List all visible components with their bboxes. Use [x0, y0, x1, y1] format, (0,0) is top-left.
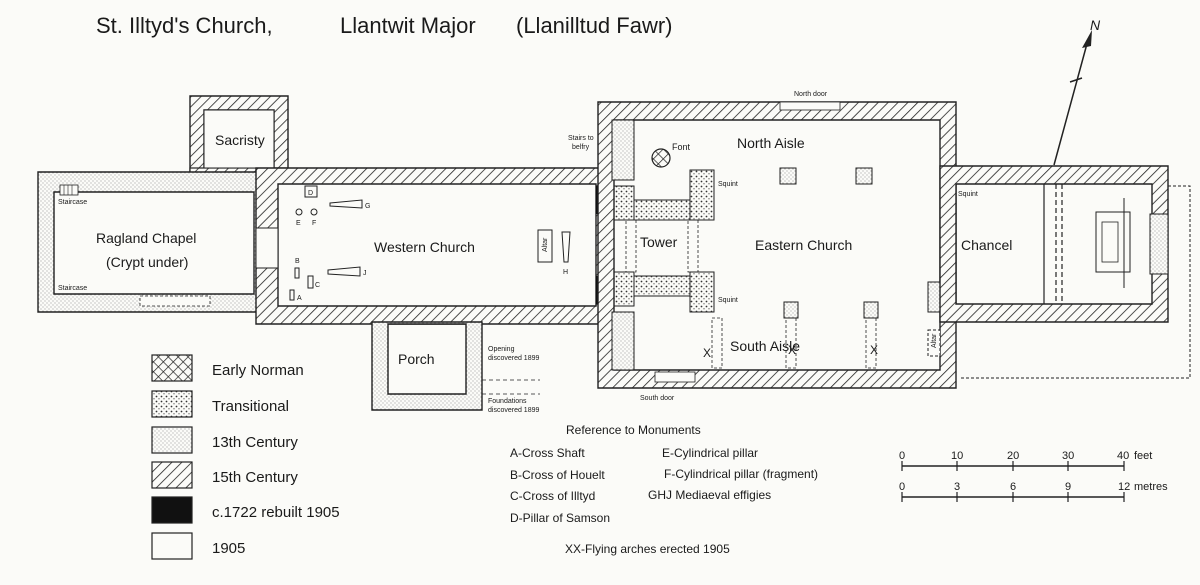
- scale-bar-feet: 0 10 20 30 40 feet: [899, 450, 1152, 471]
- legend-label: Early Norman: [212, 362, 304, 379]
- monument-references: Reference to Monuments A-Cross Shaft B-C…: [510, 423, 818, 556]
- letter-x3: X: [870, 343, 878, 357]
- north-label: N: [1090, 17, 1101, 33]
- legend-item-rebuilt-1905: c.1722 rebuilt 1905: [151, 496, 340, 524]
- legend-item-13th-century: 13th Century: [151, 426, 298, 454]
- scale-feet-tick: 40: [1117, 450, 1129, 462]
- legend-item-1905: 1905: [151, 532, 245, 560]
- porch-label: Porch: [398, 351, 435, 367]
- ragland-label-2: (Crypt under): [106, 254, 188, 270]
- title-welsh: (Llanilltud Fawr): [516, 13, 673, 38]
- north-door-label: North door: [794, 91, 828, 98]
- reference-item: F-Cylindrical pillar (fragment): [664, 467, 818, 481]
- western-church-label: Western Church: [374, 239, 475, 255]
- font-label: Font: [672, 142, 691, 152]
- scale-metres-tick: 12: [1118, 481, 1130, 493]
- altar-label-west: Altar: [542, 237, 549, 252]
- western-church: D E F G B C A J Altar H Western Church: [255, 167, 611, 325]
- font-icon: [651, 148, 671, 168]
- staircase-label-1: Staircase: [58, 199, 87, 206]
- letter-b: B: [295, 258, 300, 265]
- stairs-label-1: Stairs to: [568, 135, 594, 142]
- opening-label-2: discovered 1899: [488, 355, 539, 362]
- altar-label-east: Altar: [931, 333, 938, 348]
- letter-x2: X: [788, 343, 796, 357]
- scale-feet-tick: 10: [951, 450, 963, 462]
- foundations-label-1: Foundations: [488, 398, 527, 405]
- scale-metres-unit: metres: [1134, 481, 1168, 493]
- letter-h: H: [563, 269, 568, 276]
- squint-label-1: Squint: [718, 181, 738, 188]
- letter-f: F: [312, 220, 316, 227]
- tower-label: Tower: [640, 234, 678, 250]
- legend-label: Transitional: [212, 398, 289, 415]
- letter-g: G: [365, 203, 370, 210]
- eastern-church-label: Eastern Church: [755, 237, 852, 253]
- south-door-label: South door: [640, 395, 675, 402]
- letter-d: D: [308, 190, 313, 197]
- ragland-label-1: Ragland Chapel: [96, 230, 196, 246]
- north-arrow-icon: N: [1053, 17, 1101, 166]
- legend-item-15th-century: 15th Century: [151, 461, 298, 489]
- letter-x1: X: [703, 346, 711, 360]
- references-note: XX-Flying arches erected 1905: [565, 542, 730, 556]
- ragland-chapel: Staircase Staircase Ragland Chapel (Cryp…: [37, 171, 259, 313]
- south-aisle-label: South Aisle: [730, 338, 800, 354]
- scale-metres-tick: 6: [1010, 481, 1016, 493]
- legend-label: c.1722 rebuilt 1905: [212, 504, 340, 521]
- scale-feet-tick: 20: [1007, 450, 1019, 462]
- letter-j: J: [363, 270, 367, 277]
- eastern-church: X X X Font Altar Stairs to belfry North …: [568, 91, 957, 402]
- scale-bar-metres: 0 3 6 9 12 metres: [899, 481, 1168, 502]
- scale-feet-tick: 30: [1062, 450, 1074, 462]
- reference-item: D-Pillar of Samson: [510, 511, 610, 525]
- sacristy-label: Sacristy: [215, 132, 265, 148]
- reference-item: B-Cross of Houelt: [510, 468, 605, 482]
- scale-metres-tick: 3: [954, 481, 960, 493]
- legend-label: 1905: [212, 540, 245, 557]
- scale-metres-tick: 9: [1065, 481, 1071, 493]
- reference-item: E-Cylindrical pillar: [662, 446, 758, 460]
- plan-title: St. Illtyd's Church, Llantwit Major (Lla…: [96, 13, 673, 38]
- legend: Early Norman Transitional 13th Century 1…: [151, 354, 340, 560]
- opening-label-1: Opening: [488, 346, 515, 353]
- foundations-label-2: discovered 1899: [488, 407, 539, 414]
- scale-feet-tick: 0: [899, 450, 905, 462]
- reference-item: A-Cross Shaft: [510, 446, 585, 460]
- legend-label: 13th Century: [212, 434, 298, 451]
- porch: Porch Opening discovered 1899 Foundation…: [371, 321, 540, 414]
- letter-c: C: [315, 282, 320, 289]
- scale-metres-tick: 0: [899, 481, 905, 493]
- chancel-label: Chancel: [961, 237, 1012, 253]
- chancel: Squint Chancel: [939, 165, 1191, 379]
- legend-label: 15th Century: [212, 469, 298, 486]
- letter-a: A: [297, 295, 302, 302]
- legend-item-early-norman: Early Norman: [151, 354, 304, 382]
- legend-item-transitional: Transitional: [151, 390, 289, 418]
- title-place: Llantwit Major: [340, 13, 476, 38]
- north-aisle-label: North Aisle: [737, 135, 805, 151]
- squint-label-2: Squint: [718, 297, 738, 304]
- title-name: St. Illtyd's Church,: [96, 13, 273, 38]
- letter-e: E: [296, 220, 301, 227]
- stairs-label-2: belfry: [572, 144, 590, 151]
- staircase-label-2: Staircase: [58, 285, 87, 292]
- reference-item: C-Cross of Illtyd: [510, 489, 595, 503]
- squint-label-3: Squint: [958, 191, 978, 198]
- reference-item: GHJ Mediaeval effigies: [648, 488, 771, 502]
- references-heading: Reference to Monuments: [566, 423, 701, 437]
- scale-feet-unit: feet: [1134, 450, 1152, 462]
